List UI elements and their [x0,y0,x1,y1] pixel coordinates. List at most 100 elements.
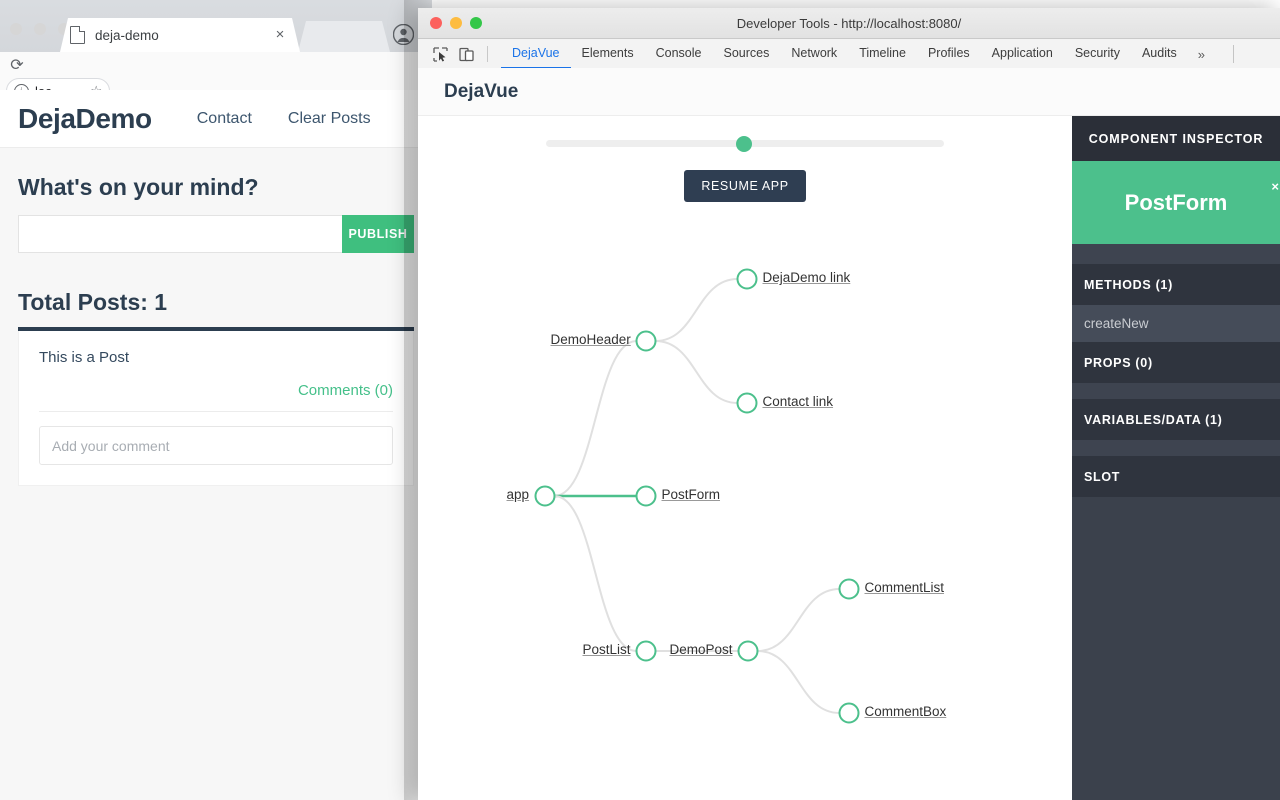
tree-node-demopost[interactable] [737,640,759,662]
avatar[interactable] [392,23,415,46]
brand-title: DejaDemo [18,102,152,134]
post-form: PUBLISH [18,215,414,253]
devtools-close-button[interactable] [430,17,442,29]
close-icon[interactable]: × [275,26,285,43]
inspector-gap-1 [1072,383,1280,399]
dejavue-controls: RESUME APP [418,116,1072,202]
inspector-section-props[interactable]: PROPS (0) [1072,342,1280,383]
tab-timeline[interactable]: Timeline [859,46,906,60]
tree-node-label-postform[interactable]: PostForm [661,487,721,502]
publish-button[interactable]: PUBLISH [342,215,414,253]
dejavue-panel-header: DejaVue [418,68,1280,116]
timeline-slider-thumb[interactable] [735,136,752,152]
inspector-section-variables-data[interactable]: VARIABLES/DATA (1) [1072,399,1280,440]
tree-node-commentlist[interactable] [838,578,860,600]
compose-title: What's on your mind? [18,174,259,200]
total-posts-title: Total Posts: 1 [18,289,168,315]
toolbar-separator [487,46,488,62]
tab-application[interactable]: Application [991,46,1053,60]
tree-node-label-contactlink[interactable]: Contact link [762,394,834,409]
nav-link-clear-posts[interactable]: Clear Posts [287,109,371,127]
tree-node-label-app[interactable]: app [506,487,530,502]
inspector-spacer [1072,244,1280,264]
comments-link[interactable]: Comments (0) [297,382,393,399]
devtools-window-controls[interactable] [430,17,482,29]
divider [18,327,414,331]
tree-node-demoheader[interactable] [635,330,657,352]
chrome-browser-window: deja-demo × ← → ⟳ i loc… ☆ ABP ╱ ⚛ [0,0,432,800]
comment-input[interactable] [39,426,393,465]
resume-app-button[interactable]: RESUME APP [684,170,806,202]
page-body: What's on your mind? PUBLISH Total Posts… [0,148,432,486]
devtools-zoom-button[interactable] [470,17,482,29]
tree-edge [757,650,840,714]
reload-icon[interactable]: ⟳ [10,57,24,74]
tab-security[interactable]: Security [1074,46,1120,60]
chrome-tab-title: deja-demo [95,27,159,43]
component-inspector: COMPONENT INSPECTOR PostForm × METHODS (… [1072,116,1280,800]
tab-audits[interactable]: Audits [1141,46,1177,60]
chrome-close-button[interactable] [10,23,22,35]
tab-network[interactable]: Network [791,46,838,60]
post-divider [39,411,393,412]
tree-node-contactlink[interactable] [736,392,758,414]
inspector-method-createnew[interactable]: createNew [1072,305,1280,342]
inspect-element-icon[interactable] [428,42,452,66]
devtools-tab-bar: DejaVue Elements Console Sources Network… [418,39,1280,70]
tab-elements[interactable]: Elements [581,46,634,60]
tab-dejavue[interactable]: DejaVue [501,39,571,69]
site-header: DejaDemo Contact Clear Posts [0,90,432,148]
chrome-tab-placeholder [298,21,390,52]
chrome-minimize-button[interactable] [34,23,46,35]
tree-node-postlist[interactable] [635,640,657,662]
tab-profiles[interactable]: Profiles [927,46,970,60]
page-icon [70,26,85,44]
web-page: DejaDemo Contact Clear Posts What's on y… [0,90,432,800]
inspector-section-methods[interactable]: METHODS (1) [1072,264,1280,305]
post-input[interactable] [18,215,342,253]
component-tree-edges [534,268,860,724]
tree-node-label-demoheader[interactable]: DemoHeader [550,332,631,347]
tab-sources[interactable]: Sources [723,46,770,60]
devtools-tabs: DejaVue Elements Console Sources Network… [501,39,1188,69]
tree-edge [757,588,840,652]
devtools-title-bar: Developer Tools - http://localhost:8080/ [418,8,1280,39]
device-toolbar-icon[interactable] [454,42,478,66]
tree-node-label-commentlist[interactable]: CommentList [864,580,945,595]
devtools-body: DejaVue RESUME APP app DemoHeader DejaDemo… [418,68,1280,800]
timeline-slider[interactable] [546,136,944,152]
more-tabs-icon[interactable]: » [1197,46,1205,62]
chrome-window-controls[interactable] [10,23,70,35]
tree-node-dejademolink[interactable] [736,268,758,290]
devtools-tool-icons [418,39,501,69]
devtools-minimize-button[interactable] [450,17,462,29]
tree-edge [655,278,738,342]
chrome-tab-strip: deja-demo × [0,0,432,52]
tree-edge [554,495,637,652]
close-icon[interactable]: × [1271,179,1279,194]
tree-node-label-dejademolink[interactable]: DejaDemo link [762,270,851,285]
inspector-section-slot[interactable]: SLOT [1072,456,1280,497]
tree-node-label-commentbox[interactable]: CommentBox [864,704,947,719]
tree-node-label-postlist[interactable]: PostList [582,642,631,657]
tree-node-commentbox[interactable] [838,702,860,724]
tabbar-tail-separator [1232,45,1234,63]
tab-console[interactable]: Console [655,46,702,60]
devtools-window: Developer Tools - http://localhost:8080/… [418,8,1280,800]
post-text: This is a Post [39,349,130,366]
devtools-window-title: Developer Tools - http://localhost:8080/ [736,15,962,31]
component-inspector-name-label: PostForm [1124,189,1228,215]
post-card: This is a Post Comments (0) [18,331,414,486]
nav-link-contact[interactable]: Contact [196,109,252,127]
tree-node-app[interactable] [534,485,556,507]
inspector-filler [1072,505,1280,800]
tree-node-label-demopost[interactable]: DemoPost [669,642,733,657]
chrome-tab-deja-demo[interactable]: deja-demo × [60,18,300,52]
tree-edge [554,340,637,497]
dejavue-panel-title: DejaVue [444,80,519,102]
tree-node-postform[interactable] [635,485,657,507]
inspector-gap-2 [1072,440,1280,456]
